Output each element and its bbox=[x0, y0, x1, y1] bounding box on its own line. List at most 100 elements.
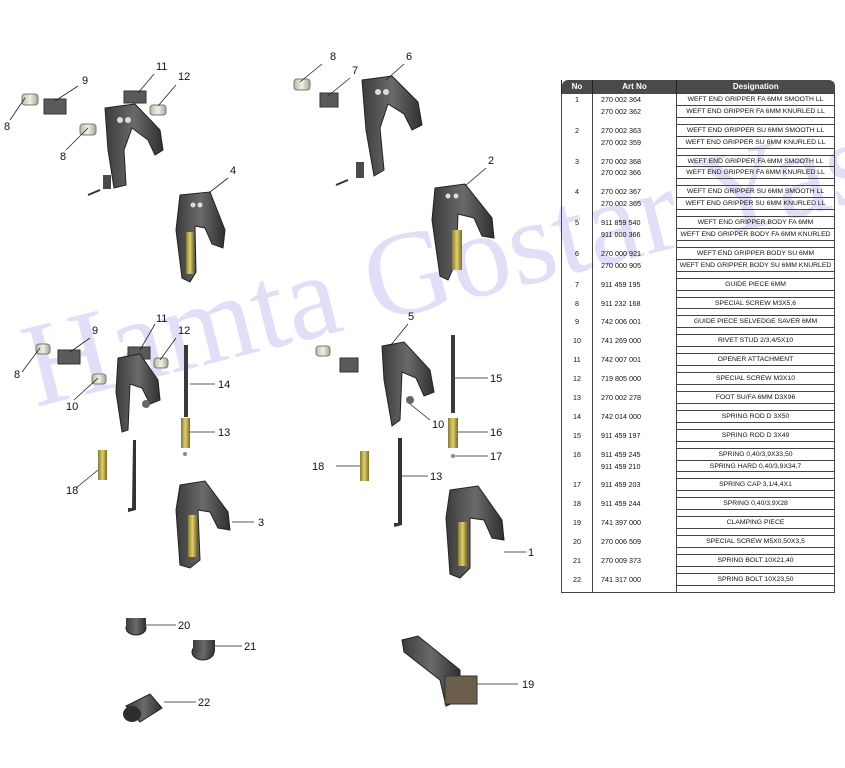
cell-empty bbox=[561, 117, 593, 125]
callout-13: 13 bbox=[218, 427, 230, 439]
callout-4: 4 bbox=[230, 165, 236, 177]
cell-empty bbox=[561, 308, 593, 316]
cell-art-no: 742 007 001 bbox=[592, 353, 677, 366]
cell-empty bbox=[561, 585, 593, 593]
cell-empty bbox=[592, 117, 677, 125]
cell-designation: WEFT END GRIPPER SU 6MM SMOOTH LL bbox=[676, 123, 835, 137]
cell-art-no: 741 269 000 bbox=[592, 334, 677, 347]
table-spacer-row bbox=[561, 271, 835, 279]
cell-empty bbox=[561, 441, 593, 449]
callout-16: 16 bbox=[490, 427, 502, 439]
cell-no: 22 bbox=[561, 573, 593, 586]
part-group-top-middle bbox=[293, 75, 423, 186]
cell-art-no: 270 002 365 bbox=[592, 197, 677, 210]
cell-empty bbox=[676, 271, 835, 279]
callout-11: 11 bbox=[156, 61, 167, 73]
cell-empty bbox=[561, 509, 593, 517]
cell-empty bbox=[592, 240, 677, 248]
cell-no bbox=[561, 259, 593, 272]
cell-empty bbox=[561, 271, 593, 279]
cell-art-no: 911 459 244 bbox=[592, 497, 677, 510]
cell-empty bbox=[561, 240, 593, 248]
table-spacer-row bbox=[561, 178, 835, 186]
cell-empty bbox=[592, 471, 677, 479]
cell-designation: SPRING HARD 0,40/3,9X34,7 bbox=[676, 459, 835, 473]
cell-empty bbox=[592, 178, 677, 186]
cell-designation: GUIDE PIECE SELVEDGE SAVER 6MM bbox=[676, 315, 835, 329]
table-spacer-row bbox=[561, 566, 835, 574]
cell-no bbox=[561, 197, 593, 210]
cell-designation: SPRING 0,40/3,9X28 bbox=[676, 497, 835, 511]
callout-20: 20 bbox=[178, 620, 190, 632]
cell-no: 5 bbox=[561, 216, 593, 229]
cell-no: 10 bbox=[561, 334, 593, 347]
leader-lines bbox=[9, 63, 526, 703]
cell-no bbox=[561, 166, 593, 179]
cell-designation: WEFT END GRIPPER BODY FA 6MM bbox=[676, 216, 835, 230]
cell-empty bbox=[592, 365, 677, 373]
cell-empty bbox=[676, 403, 835, 411]
table-spacer-row bbox=[561, 365, 835, 373]
cell-no: 15 bbox=[561, 429, 593, 442]
cell-art-no: 742 014 000 bbox=[592, 410, 677, 423]
cell-art-no: 911 859 540 bbox=[592, 216, 677, 229]
cell-empty bbox=[561, 422, 593, 430]
cell-empty bbox=[676, 117, 835, 125]
table-spacer-row bbox=[561, 528, 835, 536]
cell-empty bbox=[592, 290, 677, 298]
cell-designation: SPRING BOLT 10X21,40 bbox=[676, 554, 835, 567]
callout-13: 13 bbox=[430, 471, 442, 483]
table-spacer-row bbox=[561, 117, 835, 125]
cell-art-no: 270 002 368 bbox=[592, 155, 677, 167]
cell-empty bbox=[592, 509, 677, 517]
cell-empty bbox=[676, 566, 835, 574]
callout-6: 6 bbox=[406, 51, 412, 63]
callout-18: 18 bbox=[66, 485, 78, 497]
cell-no bbox=[561, 105, 593, 118]
cell-no bbox=[561, 136, 593, 149]
cell-empty bbox=[561, 209, 593, 217]
table-spacer-row bbox=[561, 346, 835, 354]
table-spacer-row bbox=[561, 403, 835, 411]
cell-empty bbox=[561, 290, 593, 298]
part-group-middle-left bbox=[35, 343, 190, 512]
cell-no: 20 bbox=[561, 535, 593, 548]
cell-art-no: 270 002 364 bbox=[592, 93, 677, 106]
cell-art-no: 911 459 210 bbox=[592, 460, 677, 472]
callout-9: 9 bbox=[92, 325, 98, 337]
cell-art-no: 270 002 363 bbox=[592, 124, 677, 137]
cell-no: 19 bbox=[561, 516, 593, 529]
header-no: No bbox=[561, 80, 593, 94]
table-spacer-row bbox=[561, 308, 835, 316]
callout-21: 21 bbox=[244, 641, 256, 653]
callout-3: 3 bbox=[258, 517, 264, 529]
header-art-no: Art No bbox=[592, 80, 677, 94]
callout-11: 11 bbox=[156, 313, 167, 325]
cell-empty bbox=[676, 290, 835, 298]
cell-empty bbox=[561, 547, 593, 555]
callout-19: 19 bbox=[522, 679, 534, 691]
cell-designation: RIVET STUD 2/3,4/5X10 bbox=[676, 334, 835, 348]
cell-empty bbox=[676, 240, 835, 248]
cell-art-no: 270 009 373 bbox=[592, 554, 677, 567]
cell-empty bbox=[592, 547, 677, 555]
callout-10: 10 bbox=[432, 419, 444, 431]
cell-no: 7 bbox=[561, 278, 593, 291]
cell-designation: WEFT END GRIPPER BODY FA 6MM KNURLED bbox=[676, 228, 835, 241]
cell-empty bbox=[676, 308, 835, 316]
cell-art-no: 270 002 367 bbox=[592, 185, 677, 198]
cell-empty bbox=[561, 566, 593, 574]
cell-designation: WEFT END GRIPPER BODY SU 6MM bbox=[676, 246, 835, 260]
